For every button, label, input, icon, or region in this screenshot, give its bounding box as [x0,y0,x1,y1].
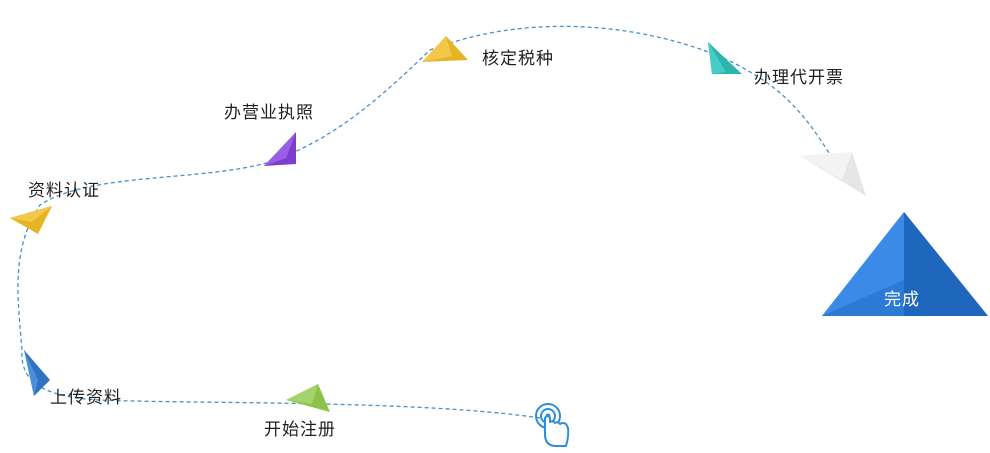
step-label-invoice-issuing: 办理代开票 [754,68,844,88]
paper-plane-icon [422,36,468,62]
step-label-upload-materials: 上传资料 [50,388,122,408]
step-label-start-registration: 开始注册 [264,420,336,440]
step-label-business-license: 办营业执照 [224,103,314,123]
paper-plane-icon [708,42,742,74]
paper-plane-icon [264,132,296,166]
paper-plane-icon [286,384,330,412]
touch-tap-icon[interactable] [535,403,570,447]
flight-path [17,25,841,419]
pyramid-icon [822,212,988,316]
step-label-tax-assessment: 核定税种 [482,49,554,69]
step-label-material-verification: 资料认证 [28,181,100,201]
finish-label: 完成 [884,290,920,310]
paper-plane-icon [10,206,52,234]
paper-plane-icon [800,152,866,196]
paper-plane-icon [24,350,50,396]
